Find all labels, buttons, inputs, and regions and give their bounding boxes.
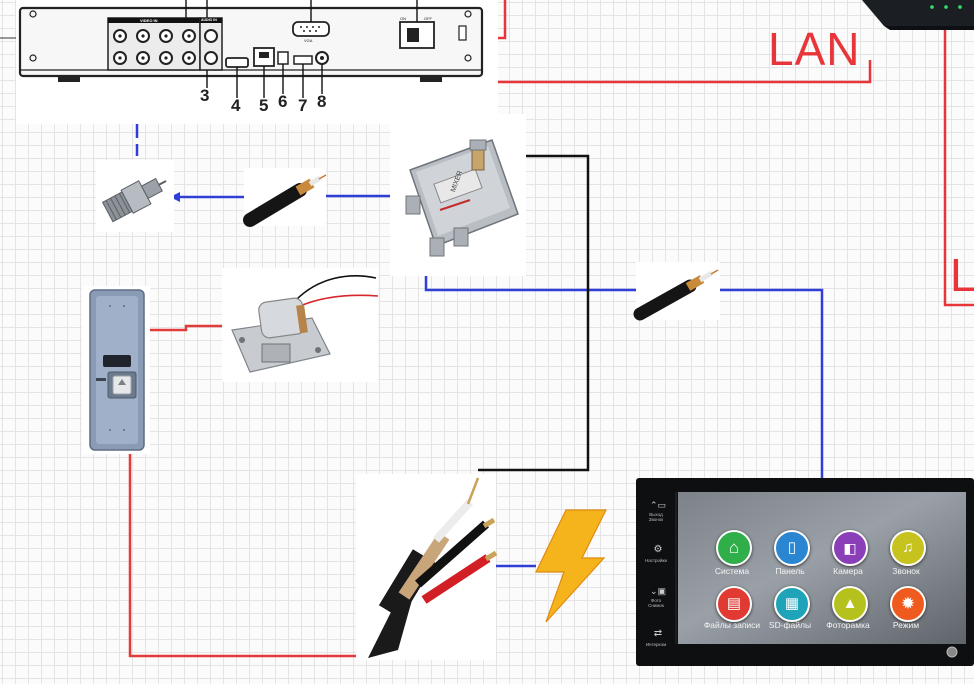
app-label-doorbell: Звонок — [892, 566, 920, 576]
app-icon-records[interactable]: ▤ — [716, 586, 752, 622]
port-number-4: 4 — [231, 96, 241, 115]
lan-line-dvr — [497, 60, 872, 84]
coax-cable-monitor — [720, 288, 824, 480]
app-label-records: Файлы записи — [703, 620, 761, 630]
lock-wire — [146, 324, 224, 332]
app-label-panel: Панель — [775, 566, 805, 576]
dvr-vga-label: VGA — [304, 38, 313, 43]
app-icon-mode[interactable]: ✹ — [890, 586, 926, 622]
app-label-camera: Камера — [833, 566, 863, 576]
coax-arrowhead — [170, 192, 180, 202]
dvr-input-arrowhead — [16, 35, 20, 41]
app-icon-camera[interactable]: ◧ — [832, 530, 868, 566]
side-button-doorbell[interactable]: ⌃▭ — [649, 500, 667, 510]
port-number-8: 8 — [317, 92, 327, 111]
video-monitor: ⌃▭ Выход Звонок ⚙ Настройки ⌄▣ Фото Сним… — [636, 478, 974, 666]
dvr-video-in-label: VIDEO IN — [140, 18, 158, 23]
side-button-photo[interactable]: ⌄▣ — [649, 586, 667, 596]
side-label-intercom: Интерком — [645, 642, 667, 647]
power-line — [478, 154, 590, 472]
app-label-sd-files: SD-файлы — [768, 620, 812, 630]
app-icon-sd-files[interactable]: ▦ — [774, 586, 810, 622]
lan-label: LAN — [768, 23, 861, 75]
port-number-7: 7 — [298, 96, 308, 115]
app-icon-system[interactable]: ⌂ — [716, 530, 752, 566]
lan-line-right — [943, 28, 974, 307]
app-icon-photo-frame[interactable]: ▲ — [832, 586, 868, 622]
coax-splitter-monitor — [424, 276, 636, 292]
dvr-off-label: OFF — [424, 16, 432, 21]
lan-label-partial: L — [950, 249, 974, 301]
side-label-photo: Фото Снимок — [648, 598, 664, 608]
side-button-settings[interactable]: ⚙ — [653, 544, 663, 555]
dvr-on-label: ON — [400, 16, 406, 21]
app-label-photo-frame: Фоторамка — [826, 620, 870, 630]
port-number-3: 3 — [200, 86, 210, 105]
lan-line-top — [497, 0, 507, 40]
monitor-frame — [636, 478, 974, 666]
side-button-intercom[interactable]: ⇄ — [653, 628, 663, 639]
side-label-doorbell: Выход Звонок — [648, 512, 664, 522]
app-icon-doorbell[interactable]: ♫ — [890, 530, 926, 566]
side-label-settings: Настройки — [644, 558, 668, 563]
port-number-6: 6 — [278, 92, 288, 111]
port-number-5: 5 — [259, 96, 269, 115]
app-label-system: Система — [714, 566, 750, 576]
dvr-audio-in-label: AUDIO IN — [201, 18, 217, 22]
app-icon-panel[interactable]: ▯ — [774, 530, 810, 566]
app-label-mode: Режим — [892, 620, 920, 630]
panel-wire — [128, 452, 356, 658]
